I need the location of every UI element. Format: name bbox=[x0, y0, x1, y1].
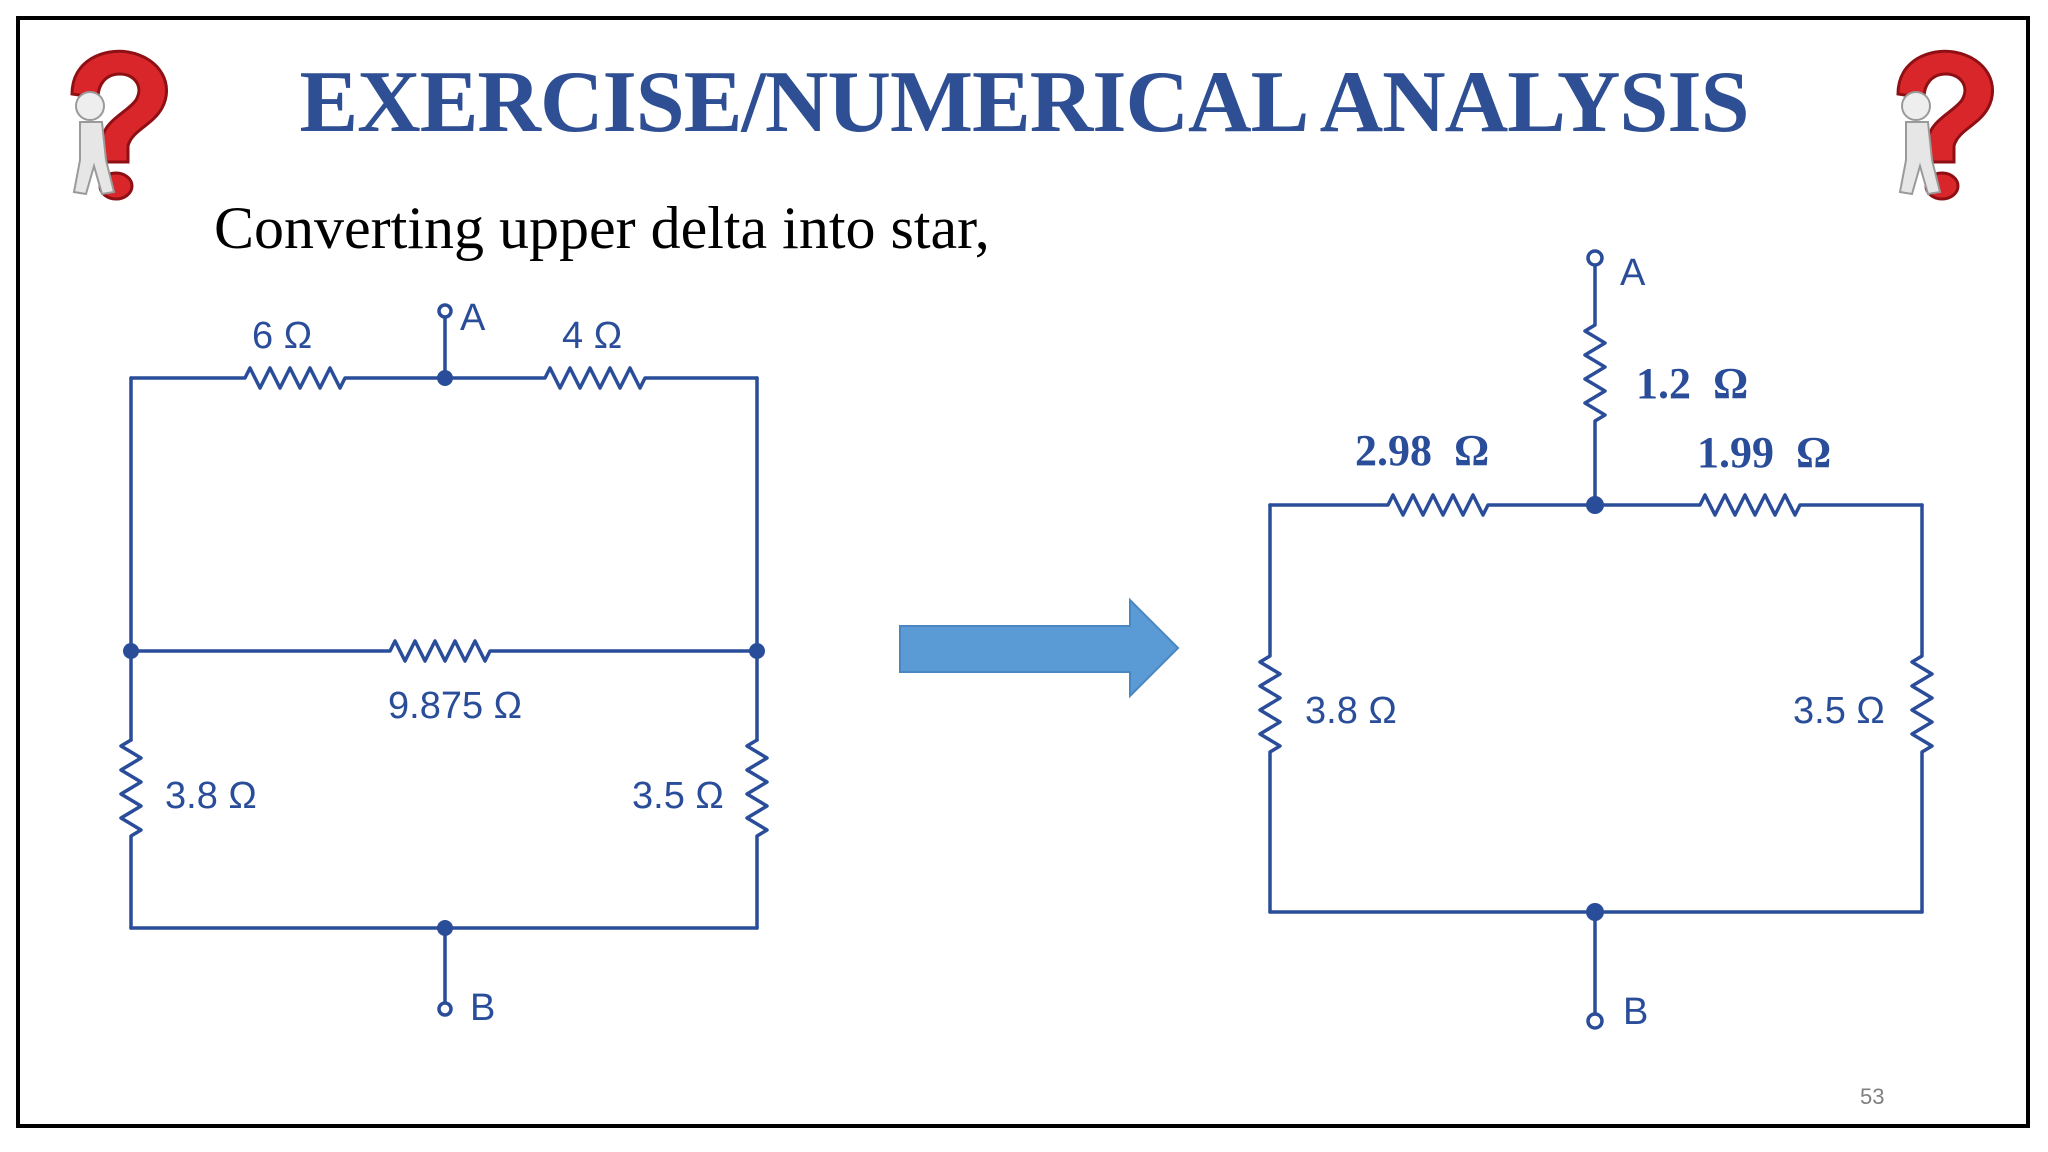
left-circuit bbox=[119, 303, 769, 1017]
label-6-ohm: 6 Ω bbox=[252, 315, 312, 357]
label-4-ohm: 4 Ω bbox=[562, 315, 622, 357]
right-terminal-b bbox=[1586, 1012, 1604, 1030]
label-2-98-ohm: 2.98 Ω bbox=[1355, 426, 1489, 475]
left-terminal-a bbox=[437, 303, 453, 319]
junction-dot bbox=[1586, 496, 1604, 514]
label-3-8-ohm-right: 3.8 Ω bbox=[1305, 690, 1397, 732]
right-label-b: B bbox=[1623, 991, 1648, 1033]
left-resistor-3-5 bbox=[745, 738, 769, 930]
page-number: 53 bbox=[1860, 1084, 1885, 1109]
right-terminal-a bbox=[1586, 249, 1604, 267]
right-resistor-3-5 bbox=[1910, 503, 1934, 914]
left-resistor-3-8 bbox=[119, 738, 143, 930]
label-1-2-ohm: 1.2 Ω bbox=[1636, 359, 1748, 408]
label-3-5-ohm-left: 3.5 Ω bbox=[632, 775, 724, 817]
question-mark-figure-icon bbox=[70, 49, 168, 201]
right-star-resistor-1-2 bbox=[1583, 263, 1607, 507]
junction-dot bbox=[1586, 903, 1604, 921]
right-label-a: A bbox=[1620, 252, 1646, 294]
right-resistor-3-8 bbox=[1258, 503, 1282, 914]
question-mark-figure-icon bbox=[1896, 49, 1994, 201]
page-title: EXERCISE/NUMERICAL ANALYSIS bbox=[299, 54, 1749, 151]
slide-subtitle: Converting upper delta into star, bbox=[214, 195, 990, 261]
left-middle-wire bbox=[129, 639, 759, 663]
junction-dot bbox=[123, 643, 139, 659]
label-3-5-ohm-right: 3.5 Ω bbox=[1793, 690, 1885, 732]
slide bbox=[16, 16, 2030, 1128]
label-9-875-ohm: 9.875 Ω bbox=[388, 685, 522, 727]
left-label-a: A bbox=[460, 297, 486, 339]
junction-dot bbox=[749, 643, 765, 659]
junction-dot bbox=[437, 920, 453, 936]
label-1-99-ohm: 1.99 Ω bbox=[1697, 428, 1831, 477]
left-label-b: B bbox=[470, 987, 495, 1029]
left-terminal-b bbox=[437, 1001, 453, 1017]
junction-dot bbox=[437, 370, 453, 386]
label-3-8-ohm-left: 3.8 Ω bbox=[165, 775, 257, 817]
right-arrow-icon bbox=[899, 597, 1180, 699]
